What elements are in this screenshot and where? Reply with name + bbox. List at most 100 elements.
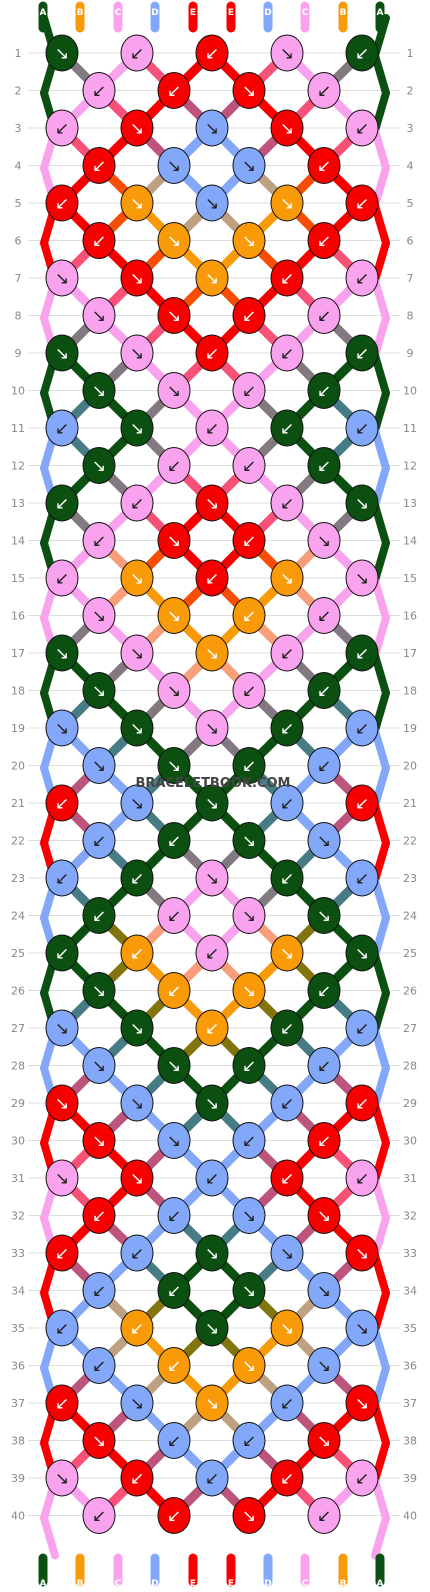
knot-oval xyxy=(232,1347,266,1384)
knot-oval xyxy=(157,372,191,409)
row-number-left: 10 xyxy=(11,385,25,398)
knot-arrow-icon: ↘ xyxy=(280,1244,294,1264)
knot-oval xyxy=(157,597,191,634)
knot-oval xyxy=(82,1497,116,1534)
knot-oval xyxy=(120,259,154,297)
knot-oval xyxy=(45,1309,79,1347)
knot-oval xyxy=(82,72,116,109)
knot-oval xyxy=(157,747,191,784)
row-number-left: 25 xyxy=(11,947,25,960)
knot-oval xyxy=(345,1159,379,1197)
knot-arrow-icon: ↙ xyxy=(280,869,294,889)
knot-oval xyxy=(307,447,341,484)
knot-arrow-icon: ↘ xyxy=(242,907,256,927)
knot-arrow-icon: ↙ xyxy=(55,1244,69,1264)
row-number-right: 21 xyxy=(403,797,417,810)
knot-arrow-icon: ↙ xyxy=(167,1507,181,1527)
knot: ↙ xyxy=(45,484,79,522)
knot-oval xyxy=(307,597,341,634)
knot-arrow-icon: ↙ xyxy=(280,719,294,739)
knot-arrow-icon: ↘ xyxy=(55,719,69,739)
knot-oval xyxy=(307,1197,341,1234)
row-number-right: 34 xyxy=(403,1285,417,1298)
right-edge-thread xyxy=(371,1326,390,1372)
knot: ↙ xyxy=(82,897,116,934)
knot-arrow-icon: ↙ xyxy=(242,1132,256,1152)
row-number-right: 31 xyxy=(403,1172,417,1185)
knot: ↙ xyxy=(345,334,379,372)
knot: ↙ xyxy=(157,1497,191,1534)
string-label-top: C xyxy=(302,8,309,18)
knot: ↙ xyxy=(345,1084,379,1122)
knot-arrow-icon: ↙ xyxy=(317,1132,331,1152)
knot-oval xyxy=(157,672,191,709)
knot-oval xyxy=(82,1422,116,1459)
knot: ↘ xyxy=(45,1159,79,1197)
row-number-left: 11 xyxy=(11,422,25,435)
knot-arrow-icon: ↙ xyxy=(167,1282,181,1302)
knot-arrow-icon: ↙ xyxy=(205,44,219,64)
right-edge-thread xyxy=(371,276,390,322)
knot-arrow-icon: ↘ xyxy=(205,869,219,889)
knot-arrow-icon: ↘ xyxy=(55,1019,69,1039)
knot: ↙ xyxy=(120,34,154,72)
knot: ↙ xyxy=(195,1459,229,1497)
knot-arrow-icon: ↘ xyxy=(92,307,106,327)
knot-oval xyxy=(120,1009,154,1047)
knot-oval xyxy=(232,522,266,559)
knot: ↙ xyxy=(232,372,266,409)
knot: ↘ xyxy=(82,372,116,409)
knot-oval xyxy=(195,1084,229,1122)
knot-arrow-icon: ↘ xyxy=(242,832,256,852)
string-label-bottom: C xyxy=(115,1579,122,1589)
knot-oval xyxy=(345,109,379,147)
knot-arrow-icon: ↘ xyxy=(317,532,331,552)
right-edge-thread xyxy=(371,726,390,772)
right-edge-thread xyxy=(371,351,390,397)
knot-arrow-icon: ↙ xyxy=(92,1207,106,1227)
knot: ↙ xyxy=(157,1272,191,1309)
knot-arrow-icon: ↘ xyxy=(167,232,181,252)
knot-arrow-icon: ↙ xyxy=(55,569,69,589)
knot: ↙ xyxy=(345,1159,379,1197)
knot: ↘ xyxy=(270,1309,304,1347)
row-number-right: 22 xyxy=(403,835,417,848)
right-edge-thread xyxy=(371,201,390,247)
knot-oval xyxy=(307,822,341,859)
knot: ↙ xyxy=(270,784,304,822)
knot: ↘ xyxy=(232,1347,266,1384)
knot-oval xyxy=(157,522,191,559)
knot-arrow-icon: ↘ xyxy=(92,1132,106,1152)
knot: ↙ xyxy=(157,72,191,109)
knot-arrow-icon: ↘ xyxy=(92,982,106,1002)
knot: ↘ xyxy=(120,1384,154,1422)
knot-oval xyxy=(120,1234,154,1272)
row-number-right: 33 xyxy=(403,1247,417,1260)
knot-oval xyxy=(307,147,341,184)
knot-arrow-icon: ↙ xyxy=(355,344,369,364)
knot: ↙ xyxy=(270,1084,304,1122)
right-edge-thread xyxy=(371,51,390,97)
knot: ↙ xyxy=(120,1459,154,1497)
knot: ↘ xyxy=(345,484,379,522)
left-edge-thread xyxy=(40,1514,59,1560)
knot-arrow-icon: ↙ xyxy=(242,1057,256,1077)
knot: ↘ xyxy=(195,1084,229,1122)
knot-oval xyxy=(120,409,154,447)
string-label-bottom: A xyxy=(40,1579,47,1589)
knot-oval xyxy=(82,372,116,409)
knot: ↘ xyxy=(307,522,341,559)
knot: ↘ xyxy=(82,672,116,709)
knot-oval xyxy=(270,784,304,822)
knot-arrow-icon: ↙ xyxy=(317,1507,331,1527)
knot: ↙ xyxy=(82,1497,116,1534)
knot: ↘ xyxy=(195,1384,229,1422)
knot-arrow-icon: ↙ xyxy=(92,907,106,927)
knot: ↙ xyxy=(82,222,116,259)
knot: ↙ xyxy=(270,1384,304,1422)
knot: ↘ xyxy=(232,222,266,259)
row-number-left: 38 xyxy=(11,1435,25,1448)
knot-oval xyxy=(45,184,79,222)
knot-arrow-icon: ↘ xyxy=(167,307,181,327)
